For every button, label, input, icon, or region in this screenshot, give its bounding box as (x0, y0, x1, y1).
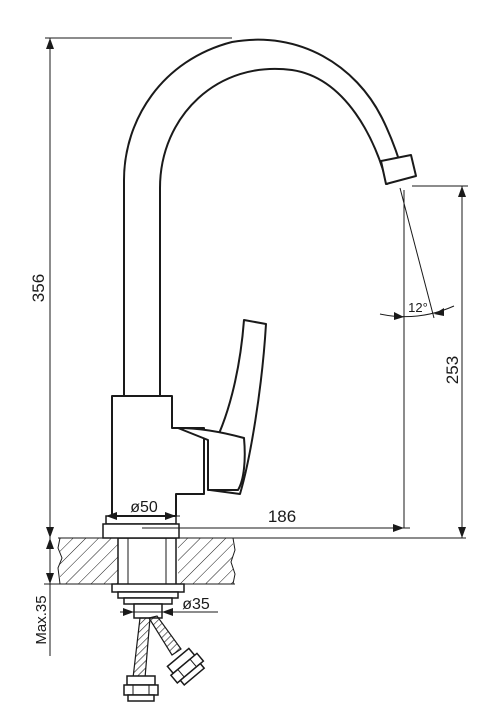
lever-handle (177, 319, 267, 495)
base-flange (102, 515, 180, 539)
dimension-spout-height: 253 (412, 185, 468, 538)
dimension-total-height: 356 (29, 37, 232, 548)
countertop (57, 537, 236, 585)
label-base-diameter: ø50 (130, 499, 158, 516)
dimension-spout-angle: 12° (379, 187, 455, 320)
dimension-max-counter-thickness: Max.35 (33, 538, 112, 656)
mounting-shank (111, 537, 185, 619)
dimension-spout-reach: 186 (58, 190, 466, 539)
label-thread-diameter: ø35 (182, 596, 210, 613)
label-spout-height: 253 (443, 356, 462, 384)
label-spout-reach: 186 (268, 507, 296, 526)
faucet-body (111, 38, 417, 517)
label-total-height: 356 (29, 274, 48, 302)
dimension-thread-diameter: ø35 (120, 596, 218, 616)
label-max-counter-thickness: Max.35 (33, 595, 50, 644)
dimension-base-diameter: ø50 (106, 499, 180, 520)
label-spout-angle: 12° (408, 300, 428, 315)
supply-hoses (123, 615, 206, 702)
